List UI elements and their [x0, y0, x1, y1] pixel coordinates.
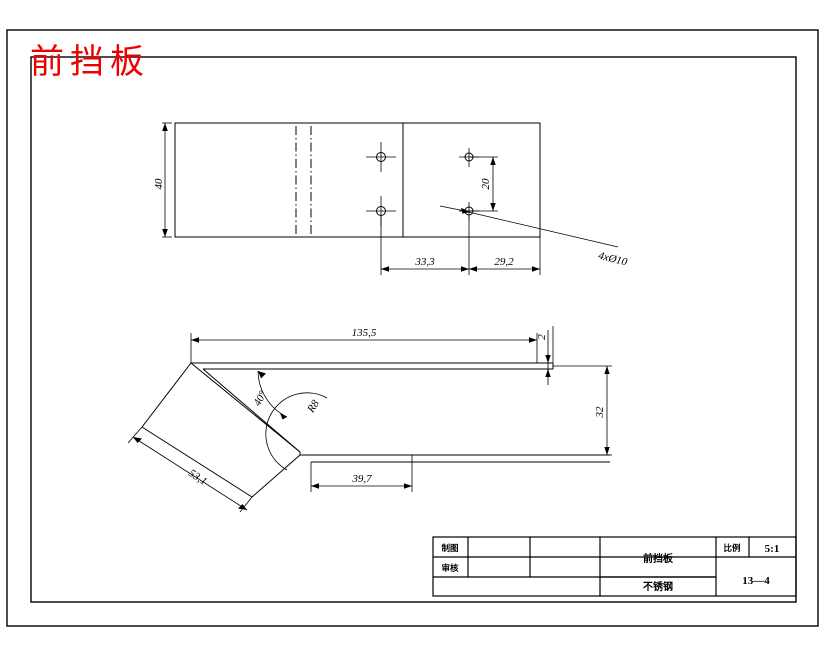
dimension-135-5-text: 135,5 — [352, 327, 377, 339]
arrow-head — [532, 266, 540, 272]
dimension-39-7-group: 39,7 — [310, 455, 413, 492]
hole-callout-text: 4xØ10 — [597, 250, 629, 269]
side-view-group: 40° R8 135,5 2 — [127, 326, 612, 513]
fold-panel-inner-line-b — [202, 368, 301, 453]
inner-drawing-border — [30, 56, 797, 603]
title-block-material: 不锈钢 — [643, 580, 673, 593]
dimension-39-7-text: 39,7 — [351, 473, 372, 485]
dimension-2-text: 2 — [536, 334, 548, 340]
fold-panel-inner-line-a — [190, 362, 301, 453]
title-block-label-drafter: 制图 — [441, 543, 458, 554]
radius-leader-arc — [265, 392, 328, 471]
arrow-head — [133, 437, 142, 443]
dimension-135-5-group: 135,5 — [190, 327, 538, 363]
arrow-head — [604, 447, 610, 455]
arrow-head — [162, 123, 168, 131]
dimension-29-2-group: 29,2 — [469, 237, 541, 275]
arrow-head — [529, 337, 537, 343]
angle-40-text: 40° — [251, 388, 269, 408]
dim-line — [132, 436, 248, 511]
arrow-head — [258, 371, 266, 379]
arrow-head — [162, 229, 168, 237]
dimension-33-3-group: 33,3 — [380, 216, 470, 275]
angle-40-group: 40° — [251, 370, 288, 420]
arrow-head — [469, 266, 477, 272]
dimension-40-text: 40 — [153, 178, 165, 190]
dimension-29-2-text: 29,2 — [494, 256, 514, 268]
dimension-20-text: 20 — [480, 178, 492, 190]
arrow-head — [280, 413, 287, 420]
arrow-head — [381, 266, 389, 272]
dimension-2-group: 2 — [536, 326, 554, 385]
dimension-32-group: 32 — [553, 365, 612, 456]
title-block-scale-label: 比例 — [723, 543, 741, 554]
ext-line — [127, 426, 143, 444]
fold-panel-left-edge — [141, 426, 253, 498]
arrow-head — [604, 366, 610, 374]
radius-r8-text: R8 — [305, 398, 322, 416]
dimension-20-group: 20 — [469, 156, 498, 212]
title-block-label-checker: 审核 — [441, 563, 459, 574]
arrow-head — [191, 337, 199, 343]
dimension-40-group: 40 — [153, 122, 172, 238]
dimension-32-text: 32 — [594, 406, 606, 419]
arrow-head — [311, 483, 319, 489]
fold-panel-top-edge — [141, 362, 192, 428]
arrow-head — [461, 266, 469, 272]
title-block: 制图 审核 前挡板 不锈钢 比例 5:1 13—4 — [432, 536, 797, 597]
flat-plate-outline — [174, 122, 541, 238]
dimension-33-3-text: 33,3 — [414, 256, 435, 268]
arrow-head — [545, 369, 551, 377]
page-title: 前挡板 — [30, 42, 150, 82]
fold-panel-bottom-edge — [251, 454, 301, 498]
leader-arrow — [461, 207, 470, 214]
top-view-group: 40 33,3 29,2 20 — [153, 122, 629, 275]
arrow-head — [545, 355, 551, 363]
arrow-head — [238, 504, 247, 510]
title-block-drawing-number: 13—4 — [742, 575, 770, 587]
title-block-scale-value: 5:1 — [765, 543, 780, 555]
arrow-head — [490, 203, 496, 211]
title-block-frame — [432, 536, 797, 597]
ext-line — [239, 496, 253, 513]
hole-group — [366, 142, 479, 226]
leader-line — [459, 209, 619, 248]
arrow-head — [404, 483, 412, 489]
outer-sheet-border — [6, 29, 819, 627]
dimension-53-1-text: 53,1 — [186, 467, 209, 488]
dimension-53-1-group: 53,1 — [127, 426, 253, 513]
arrow-head — [490, 157, 496, 165]
title-block-part-name: 前挡板 — [643, 552, 674, 565]
